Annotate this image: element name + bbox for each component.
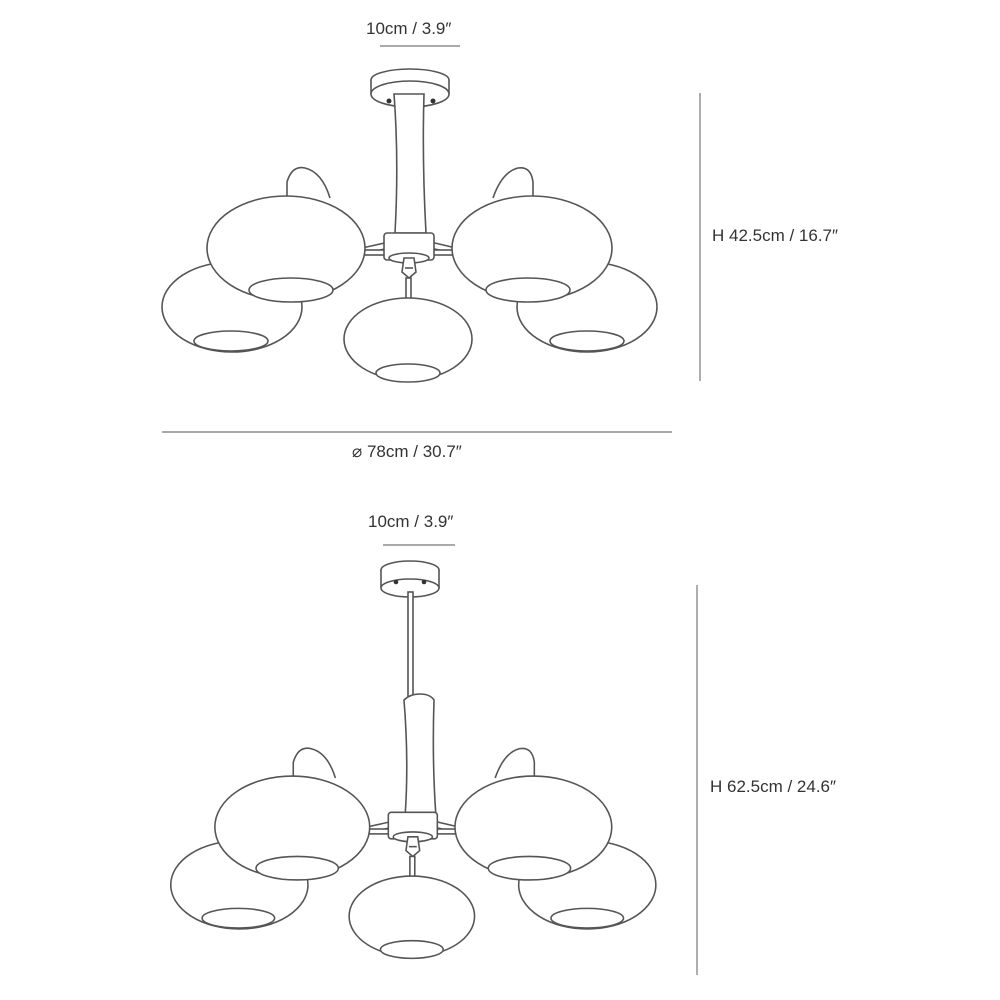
chandelier-pendant	[169, 560, 657, 960]
canopy-width-label-bottom: 10cm / 3.9″	[368, 512, 454, 531]
canopy-width-label-top: 10cm / 3.9″	[366, 19, 452, 38]
height-label-bottom: H 62.5cm / 24.6″	[710, 777, 837, 796]
height-label-top: H 42.5cm / 16.7″	[712, 226, 839, 245]
diameter-label: ⌀ 78cm / 30.7″	[352, 442, 462, 461]
chandelier-flush-mount	[161, 68, 658, 383]
